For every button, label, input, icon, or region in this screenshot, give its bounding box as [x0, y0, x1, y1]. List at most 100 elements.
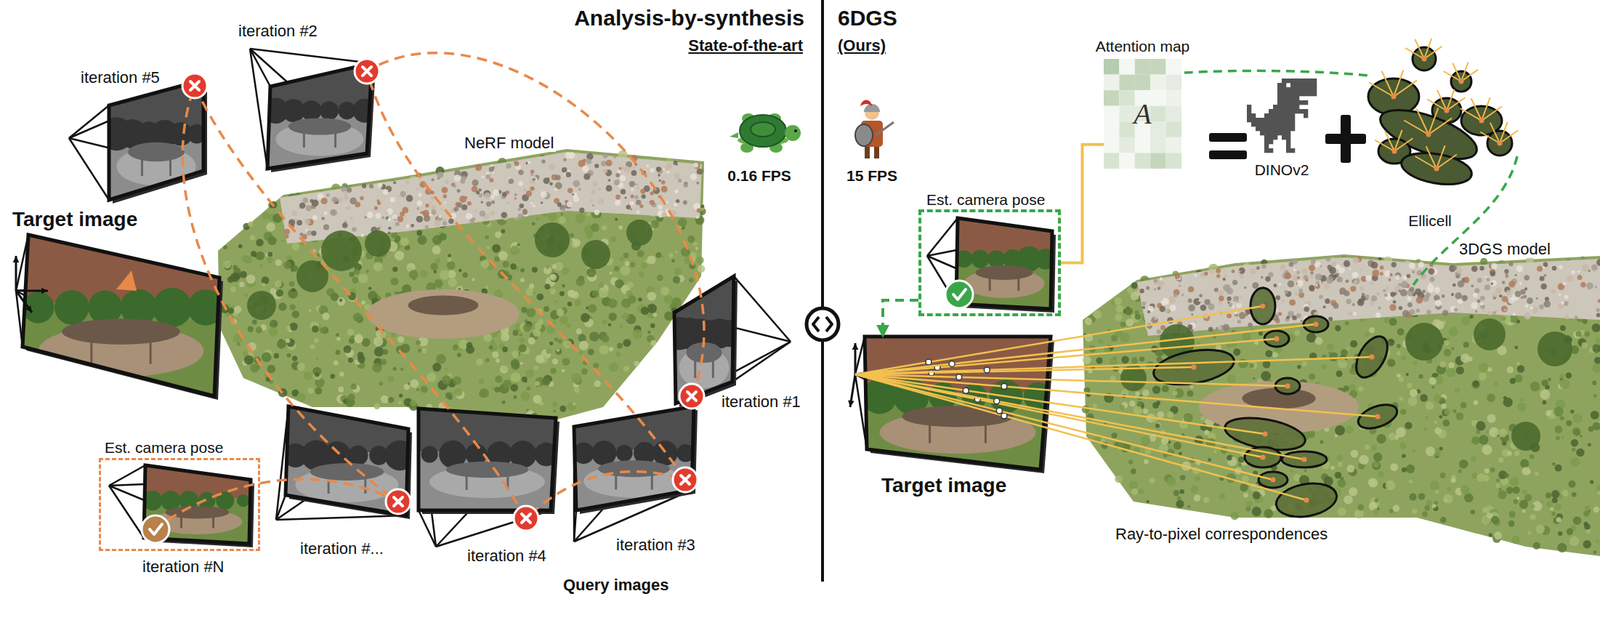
texture-dot — [474, 209, 478, 213]
texture-dot — [1480, 257, 1488, 266]
texture-dot — [650, 340, 657, 346]
texture-dot — [392, 266, 398, 272]
texture-dot — [366, 269, 370, 273]
texture-dot — [453, 184, 457, 188]
texture-dot — [415, 188, 419, 192]
texture-dot — [597, 187, 601, 192]
texture-dot — [492, 188, 500, 196]
texture-dot — [1471, 435, 1481, 445]
texture-dot — [478, 193, 483, 198]
texture-dot — [1482, 444, 1493, 455]
texture-dot — [457, 188, 461, 193]
texture-dot — [1570, 456, 1580, 466]
texture-dot — [436, 171, 444, 179]
texture-dot — [650, 220, 660, 229]
texture-dot — [1396, 343, 1401, 349]
texture-dot — [1509, 476, 1520, 487]
texture-dot — [573, 196, 580, 202]
texture-dot — [1517, 401, 1526, 411]
texture-dot — [561, 284, 566, 288]
texture-dot — [247, 326, 254, 333]
texture-dot — [641, 194, 646, 199]
texture-dot — [543, 177, 551, 184]
texture-dot — [516, 242, 521, 247]
texture-dot — [241, 255, 250, 263]
texture-dot — [1440, 516, 1447, 524]
texture-dot — [1541, 400, 1547, 405]
texture-dot — [1218, 492, 1226, 500]
texture-dot — [369, 183, 374, 189]
scene-ground — [217, 148, 705, 433]
texture-dot — [1559, 378, 1570, 389]
texture-dot — [558, 339, 563, 344]
texture-dot — [627, 164, 630, 167]
texture-dot — [1186, 390, 1194, 397]
texture-dot — [599, 345, 609, 355]
texture-dot — [700, 204, 705, 208]
texture-dot — [1354, 511, 1361, 518]
texture-dot — [697, 264, 706, 273]
texture-dot — [614, 199, 621, 206]
texture-dot — [556, 348, 561, 352]
texture-dot — [1421, 510, 1428, 517]
texture-dot — [649, 191, 654, 196]
texture-dot — [562, 357, 571, 366]
texture-dot — [683, 199, 688, 205]
texture-dot — [273, 353, 280, 359]
texture-dot — [695, 247, 699, 250]
texture-dot — [518, 169, 524, 175]
texture-dot — [1541, 379, 1549, 387]
texture-dot — [484, 234, 490, 240]
texture-dot — [1238, 462, 1242, 467]
texture-dot — [330, 292, 340, 301]
texture-dot — [1471, 380, 1481, 389]
texture-dot — [289, 303, 296, 310]
texture-dot — [530, 201, 534, 205]
texture-dot — [1586, 528, 1591, 534]
texture-dot — [1522, 509, 1526, 513]
texture-dot — [289, 322, 298, 331]
texture-dot — [545, 265, 550, 269]
texture-dot — [520, 306, 527, 313]
texture-dot — [326, 193, 330, 197]
texture-dot — [382, 188, 389, 195]
texture-dot — [230, 286, 237, 293]
texture-dot — [1572, 413, 1583, 424]
texture-dot — [632, 166, 636, 170]
texture-dot — [592, 180, 598, 187]
texture-dot — [650, 323, 656, 329]
texture-dot — [586, 267, 596, 277]
texture-dot — [647, 255, 657, 265]
texture-dot — [480, 259, 490, 269]
texture-dot — [430, 209, 436, 215]
texture-dot — [368, 287, 373, 291]
texture-dot — [343, 345, 352, 354]
texture-dot — [1590, 410, 1600, 420]
texture-dot — [273, 321, 277, 326]
texture-dot — [1330, 465, 1335, 470]
texture-dot — [574, 299, 582, 306]
texture-dot — [586, 212, 591, 217]
texture-dot — [633, 360, 639, 366]
texture-dot — [1194, 475, 1200, 482]
texture-dot — [1431, 385, 1436, 389]
texture-dot — [534, 322, 543, 330]
texture-dot — [1509, 510, 1516, 518]
texture-dot — [409, 379, 419, 389]
texture-dot — [1166, 476, 1177, 487]
texture-dot — [518, 180, 524, 187]
scene-bush — [534, 222, 570, 258]
texture-dot — [330, 209, 338, 216]
texture-dot — [552, 409, 556, 412]
texture-dot — [514, 161, 519, 166]
texture-dot — [444, 366, 448, 370]
texture-dot — [1516, 361, 1521, 366]
texture-dot — [1336, 454, 1344, 462]
texture-dot — [419, 269, 428, 278]
texture-dot — [502, 260, 510, 269]
texture-dot — [527, 161, 531, 165]
texture-dot — [568, 232, 575, 238]
texture-dot — [520, 361, 524, 365]
texture-dot — [284, 234, 290, 240]
texture-dot — [1478, 434, 1489, 444]
